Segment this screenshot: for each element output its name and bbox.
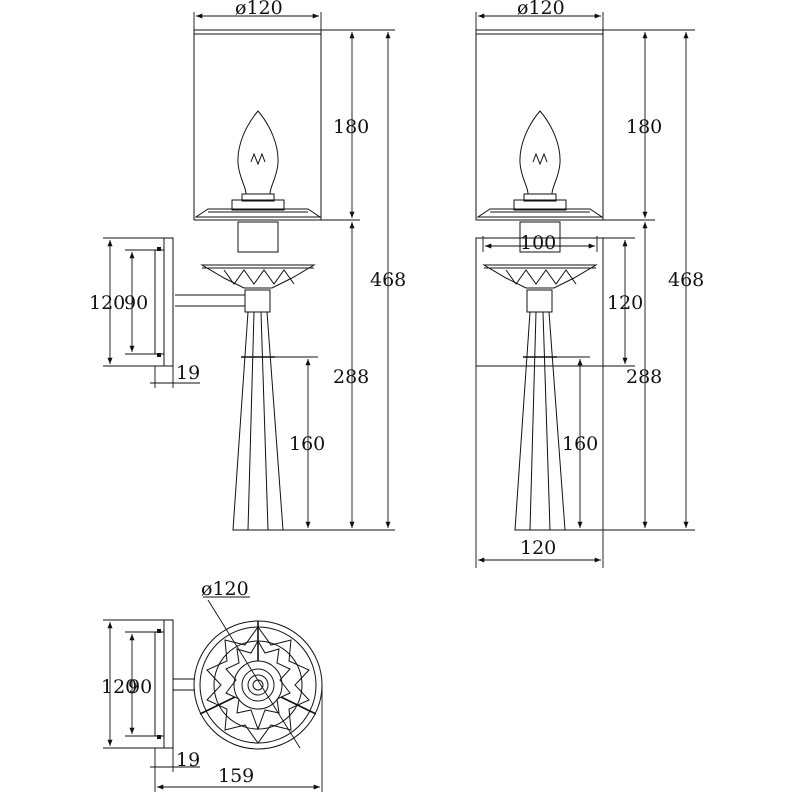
front-stem-height-label: 160 [562,433,598,455]
front-backplate-height-label: 120 [607,292,643,314]
top-plate-outer-label: 120 [101,676,137,698]
front-bulb [519,110,561,195]
front-shade-diameter-label: ø120 [517,0,565,19]
side-plate-inner-label: 90 [124,292,148,314]
front-collar [526,289,553,313]
front-lower-height-label: 288 [626,366,662,388]
side-dimensions [103,12,395,531]
side-bobeche [200,264,316,289]
front-shade-height-label: 180 [626,116,662,138]
side-arm [175,294,245,307]
front-backplate [475,237,604,367]
side-view: ø120 180 468 120 90 288 160 19 [89,0,406,531]
side-stem-height-label: 160 [289,433,325,455]
top-arm [173,678,195,691]
top-disc-diameter-label: ø120 [201,578,249,600]
side-total-height-label: 468 [370,269,406,291]
front-stem [514,311,566,531]
top-dimensions [103,596,323,792]
top-plate-depth-label: 19 [176,749,200,771]
front-socket [519,221,561,253]
top-wall-plate [154,619,174,749]
side-lower-height-label: 288 [333,366,369,388]
front-dimensions [475,12,695,568]
front-base-width-label: 120 [520,537,556,559]
side-wall-plate [154,237,174,367]
front-view: ø120 180 468 100 120 288 160 120 [475,0,704,568]
side-bulb [237,110,279,195]
top-disc [193,599,323,750]
side-stem [232,311,284,531]
front-backplate-width-label: 100 [520,232,556,254]
top-plate-inner-label: 90 [128,676,152,698]
front-shade [475,29,604,221]
top-view: ø120 120 90 19 159 [101,578,323,792]
side-plate-depth-label: 19 [176,362,200,384]
side-plate-outer-label: 120 [89,292,125,314]
side-shade [193,29,322,221]
front-bobeche [482,264,598,289]
front-total-height-label: 468 [668,269,704,291]
side-socket [237,221,279,253]
side-collar [244,289,271,313]
side-shade-diameter-label: ø120 [235,0,283,19]
side-shade-height-label: 180 [333,116,369,138]
top-overall-depth-label: 159 [218,765,254,787]
